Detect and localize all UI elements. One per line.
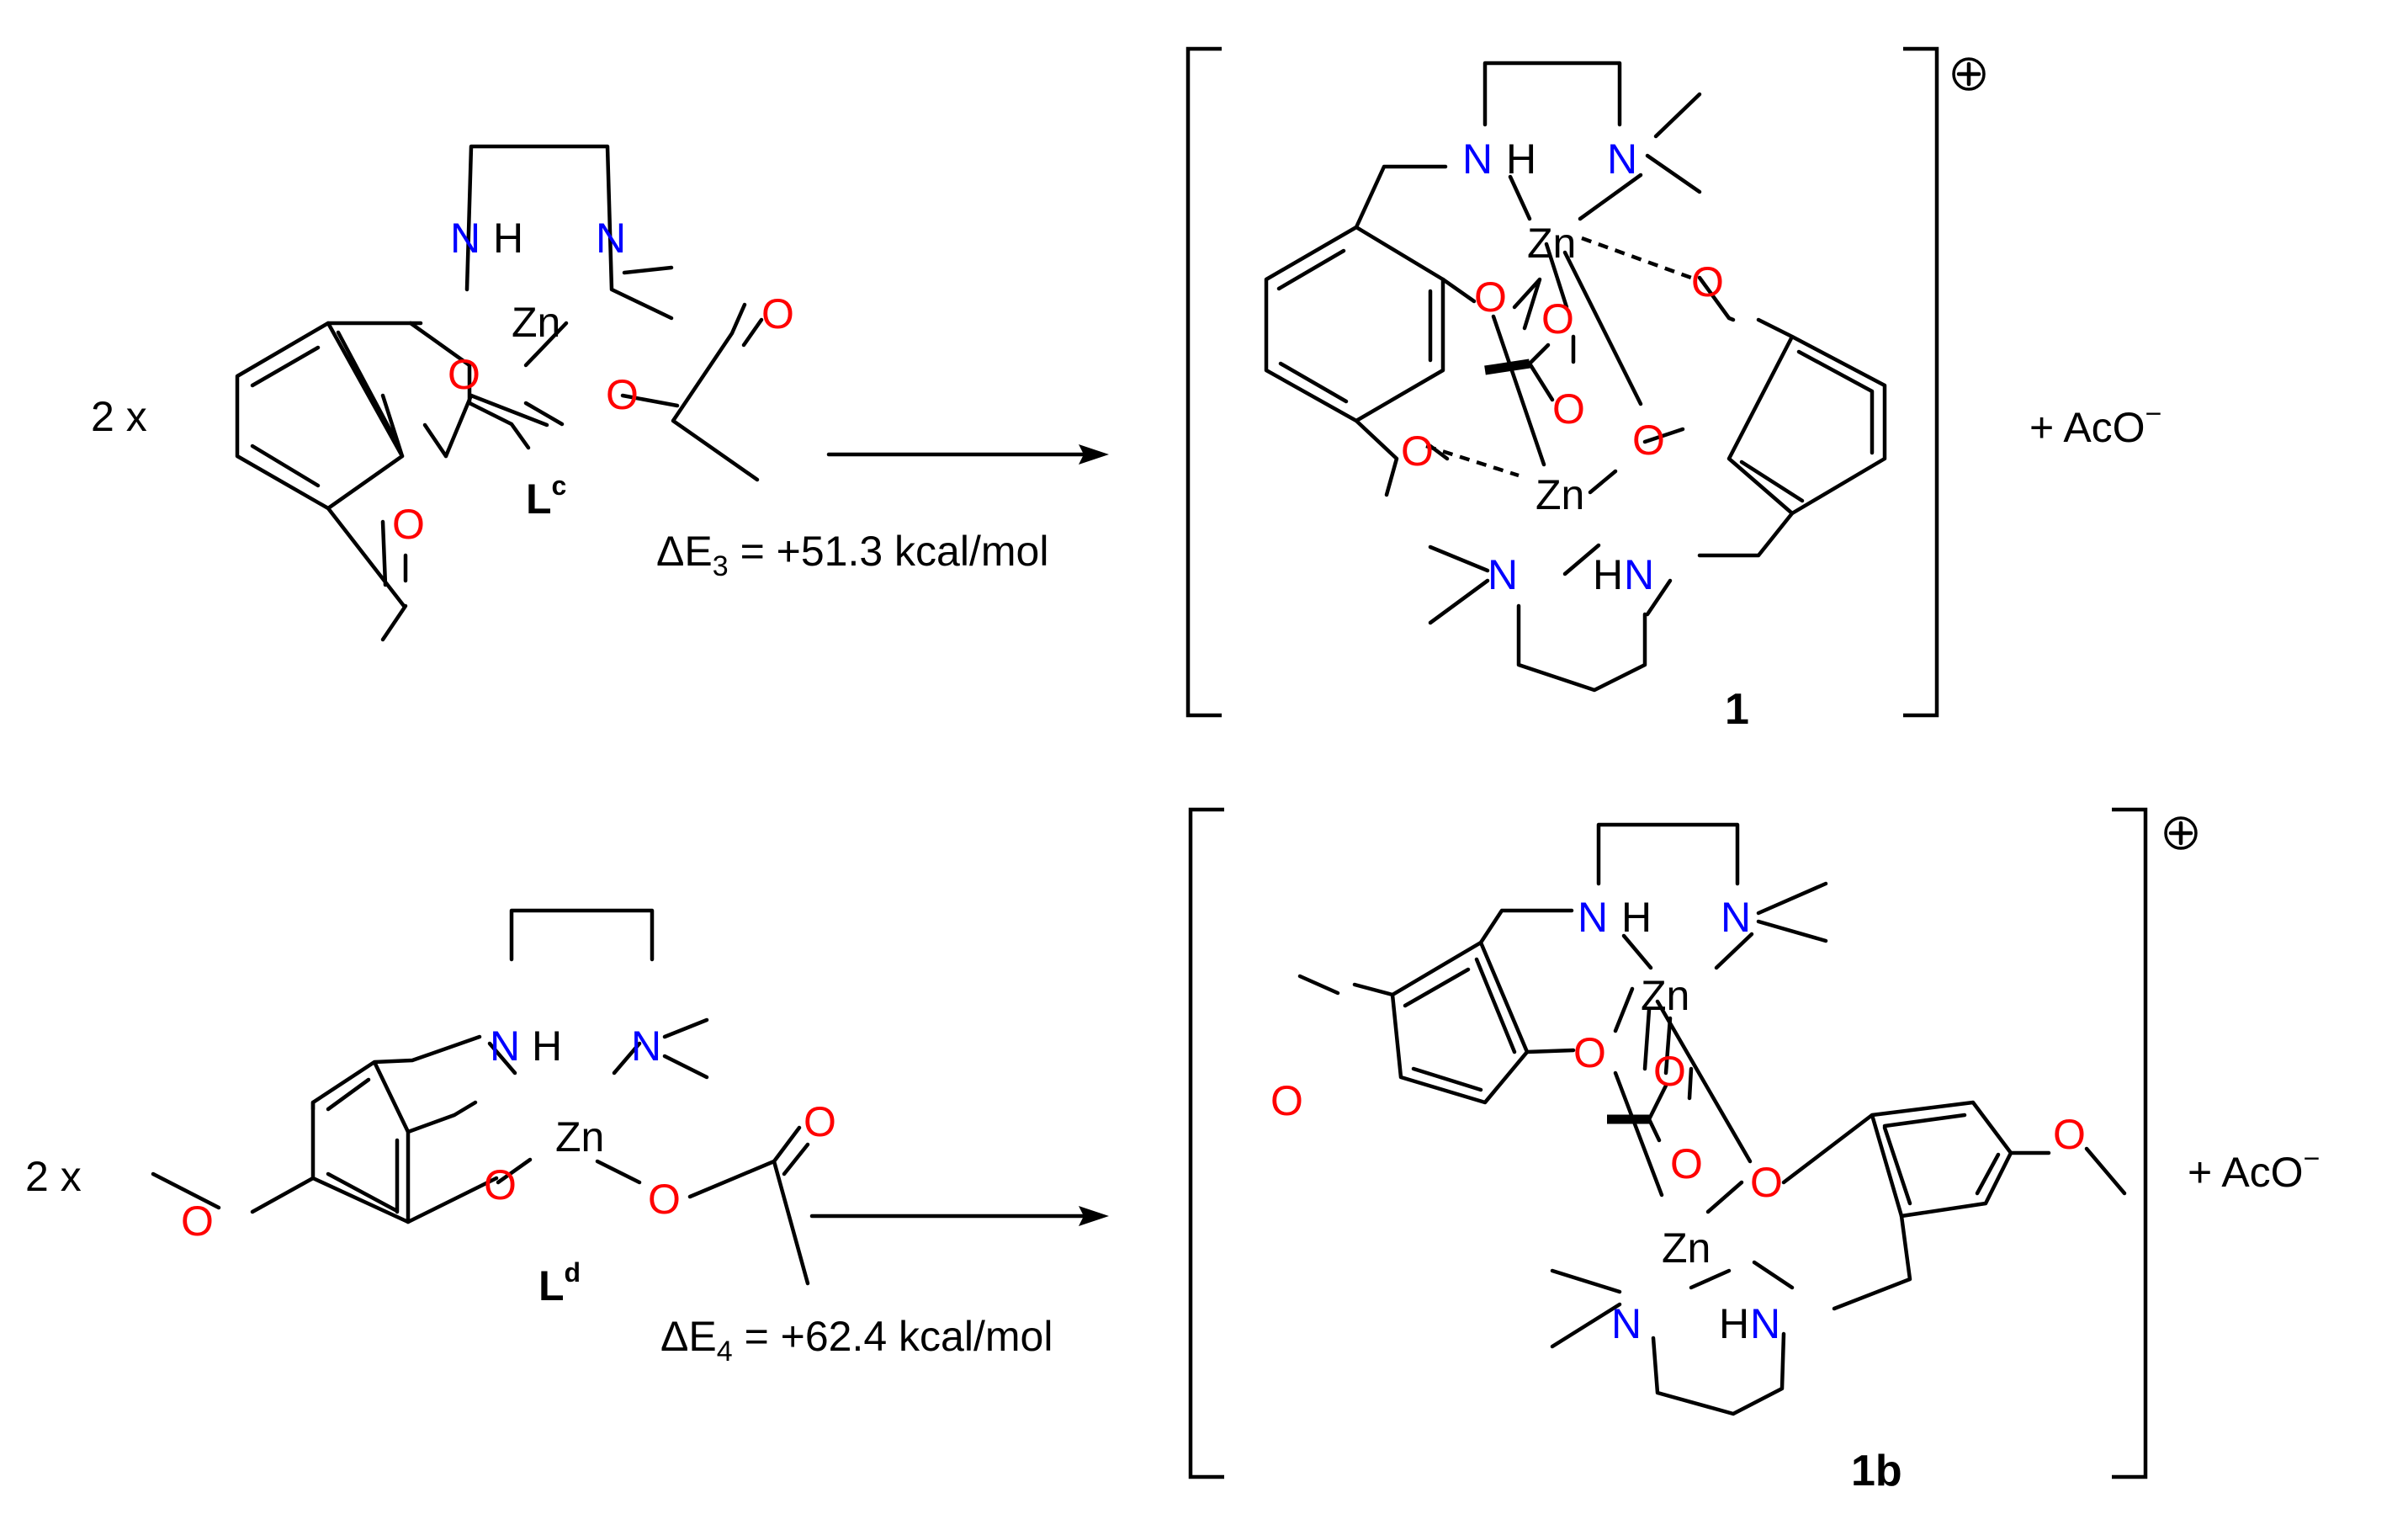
charge-1 bbox=[1952, 57, 1986, 91]
atom-o: O bbox=[1401, 428, 1434, 475]
energy-label-1: ΔE3 = +51.3 kcal/mol bbox=[656, 528, 1048, 582]
byproduct-2: + AcO− bbox=[2188, 1143, 2320, 1196]
atom-n: N bbox=[1721, 894, 1751, 941]
atom-zn: Zn bbox=[1662, 1224, 1711, 1272]
atom-o: O bbox=[1552, 385, 1585, 433]
atom-n: N bbox=[1607, 135, 1637, 183]
atom-o: O bbox=[606, 371, 639, 418]
product-1b-structure bbox=[1188, 807, 2148, 1479]
atom-o: O bbox=[1653, 1048, 1686, 1095]
atom-o: O bbox=[804, 1098, 836, 1145]
atom-zn: Zn bbox=[1641, 972, 1689, 1019]
atom-o: O bbox=[448, 351, 480, 398]
atom-h: H bbox=[1719, 1300, 1749, 1347]
multiplier-1: 2 x bbox=[91, 393, 147, 440]
atom-o: O bbox=[1670, 1140, 1703, 1187]
reactant-ld-structure bbox=[151, 908, 810, 1286]
atom-o: O bbox=[1270, 1077, 1303, 1124]
atom-o: O bbox=[1691, 258, 1724, 305]
atom-o: O bbox=[1541, 295, 1574, 343]
atom-zn: Zn bbox=[512, 299, 560, 346]
reactant-lc-structure bbox=[235, 144, 764, 642]
atom-n: N bbox=[1488, 551, 1518, 598]
reaction-arrow-2 bbox=[809, 1206, 1109, 1226]
atom-o: O bbox=[1632, 417, 1665, 464]
product-label-1b: 1b bbox=[1851, 1447, 1902, 1495]
atom-n: N bbox=[1462, 135, 1493, 183]
product-1-labels: N H N Zn O O O O O O Zn N H N 1 bbox=[1401, 135, 1749, 734]
atom-n: N bbox=[1611, 1300, 1642, 1347]
atom-h: H bbox=[493, 215, 523, 262]
atom-o: O bbox=[392, 501, 425, 548]
reactant-ld-labels: N H N Zn O O O O Ld bbox=[181, 1022, 836, 1309]
atom-n: N bbox=[450, 215, 480, 262]
charge-2 bbox=[2164, 816, 2198, 850]
product-1b-labels: N H N Zn O O O O O O Zn N H N 1b bbox=[1270, 894, 2086, 1495]
atom-zn: Zn bbox=[1527, 220, 1576, 267]
byproduct-1: + AcO− bbox=[2029, 398, 2161, 451]
atom-o: O bbox=[484, 1161, 517, 1208]
atom-h: H bbox=[1621, 894, 1652, 941]
atom-n: N bbox=[490, 1022, 520, 1070]
reaction-1: 2 x N H N Zn O O O O Lc ΔE3 = +51.3 bbox=[91, 46, 2161, 734]
atom-o: O bbox=[1573, 1029, 1606, 1076]
reaction-arrow-1 bbox=[826, 444, 1109, 465]
atom-n: N bbox=[1750, 1300, 1780, 1347]
reactant-label-ld: Ld bbox=[538, 1257, 581, 1309]
atom-o: O bbox=[1750, 1159, 1783, 1206]
atom-o: O bbox=[648, 1176, 681, 1223]
atom-o: O bbox=[181, 1198, 214, 1245]
atom-n: N bbox=[631, 1022, 661, 1070]
multiplier-2: 2 x bbox=[25, 1153, 82, 1200]
atom-zn: Zn bbox=[555, 1113, 604, 1160]
energy-label-2: ΔE4 = +62.4 kcal/mol bbox=[660, 1313, 1053, 1368]
atom-h: H bbox=[1506, 135, 1536, 183]
reactant-label-lc: Lc bbox=[526, 470, 566, 523]
atom-n: N bbox=[1624, 551, 1654, 598]
reaction-2: 2 x N H N Zn O O O O Ld ΔE4 = +62.4 kcal… bbox=[25, 807, 2320, 1495]
atom-o: O bbox=[1474, 274, 1507, 321]
atom-zn: Zn bbox=[1535, 471, 1584, 518]
atom-n: N bbox=[1578, 894, 1608, 941]
atom-h: H bbox=[532, 1022, 562, 1070]
atom-o: O bbox=[2053, 1111, 2086, 1158]
product-1-structure bbox=[1185, 46, 1939, 718]
reactant-lc-labels: N H N Zn O O O O Lc bbox=[392, 215, 794, 548]
product-label-1: 1 bbox=[1725, 685, 1749, 734]
atom-n: N bbox=[596, 215, 626, 262]
atom-o: O bbox=[761, 290, 794, 337]
atom-h: H bbox=[1593, 551, 1623, 598]
